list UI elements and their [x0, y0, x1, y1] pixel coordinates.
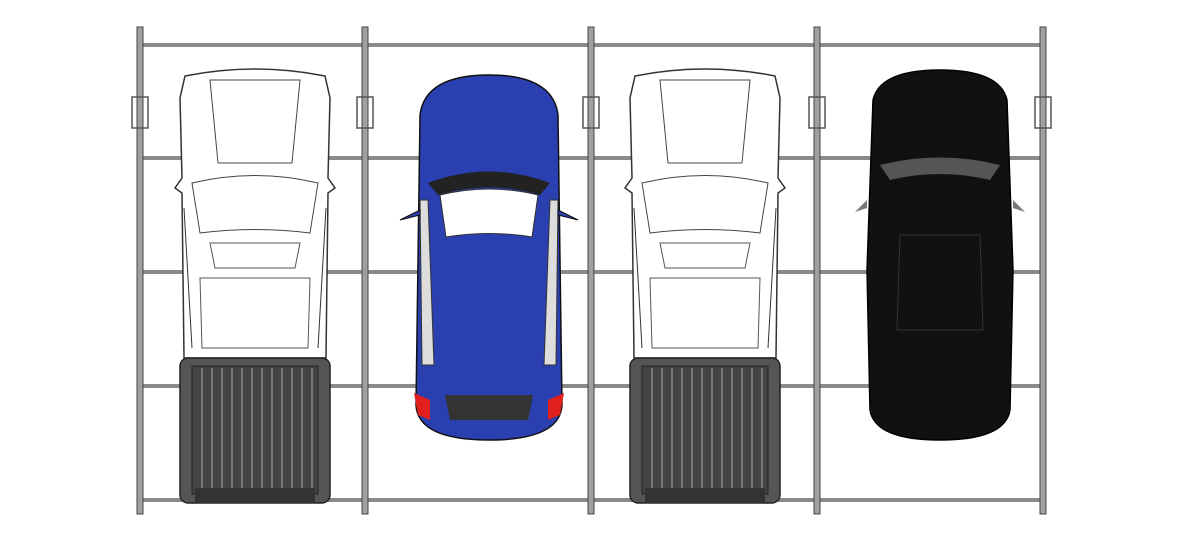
vehicle-pickup-1 — [174, 68, 336, 504]
frame-posts — [136, 26, 1047, 515]
vehicle-blue-hatchback — [399, 74, 579, 441]
post-brackets — [131, 96, 1052, 129]
vehicle-black-sedan — [855, 69, 1025, 441]
vehicle-pickup-2 — [624, 68, 786, 504]
